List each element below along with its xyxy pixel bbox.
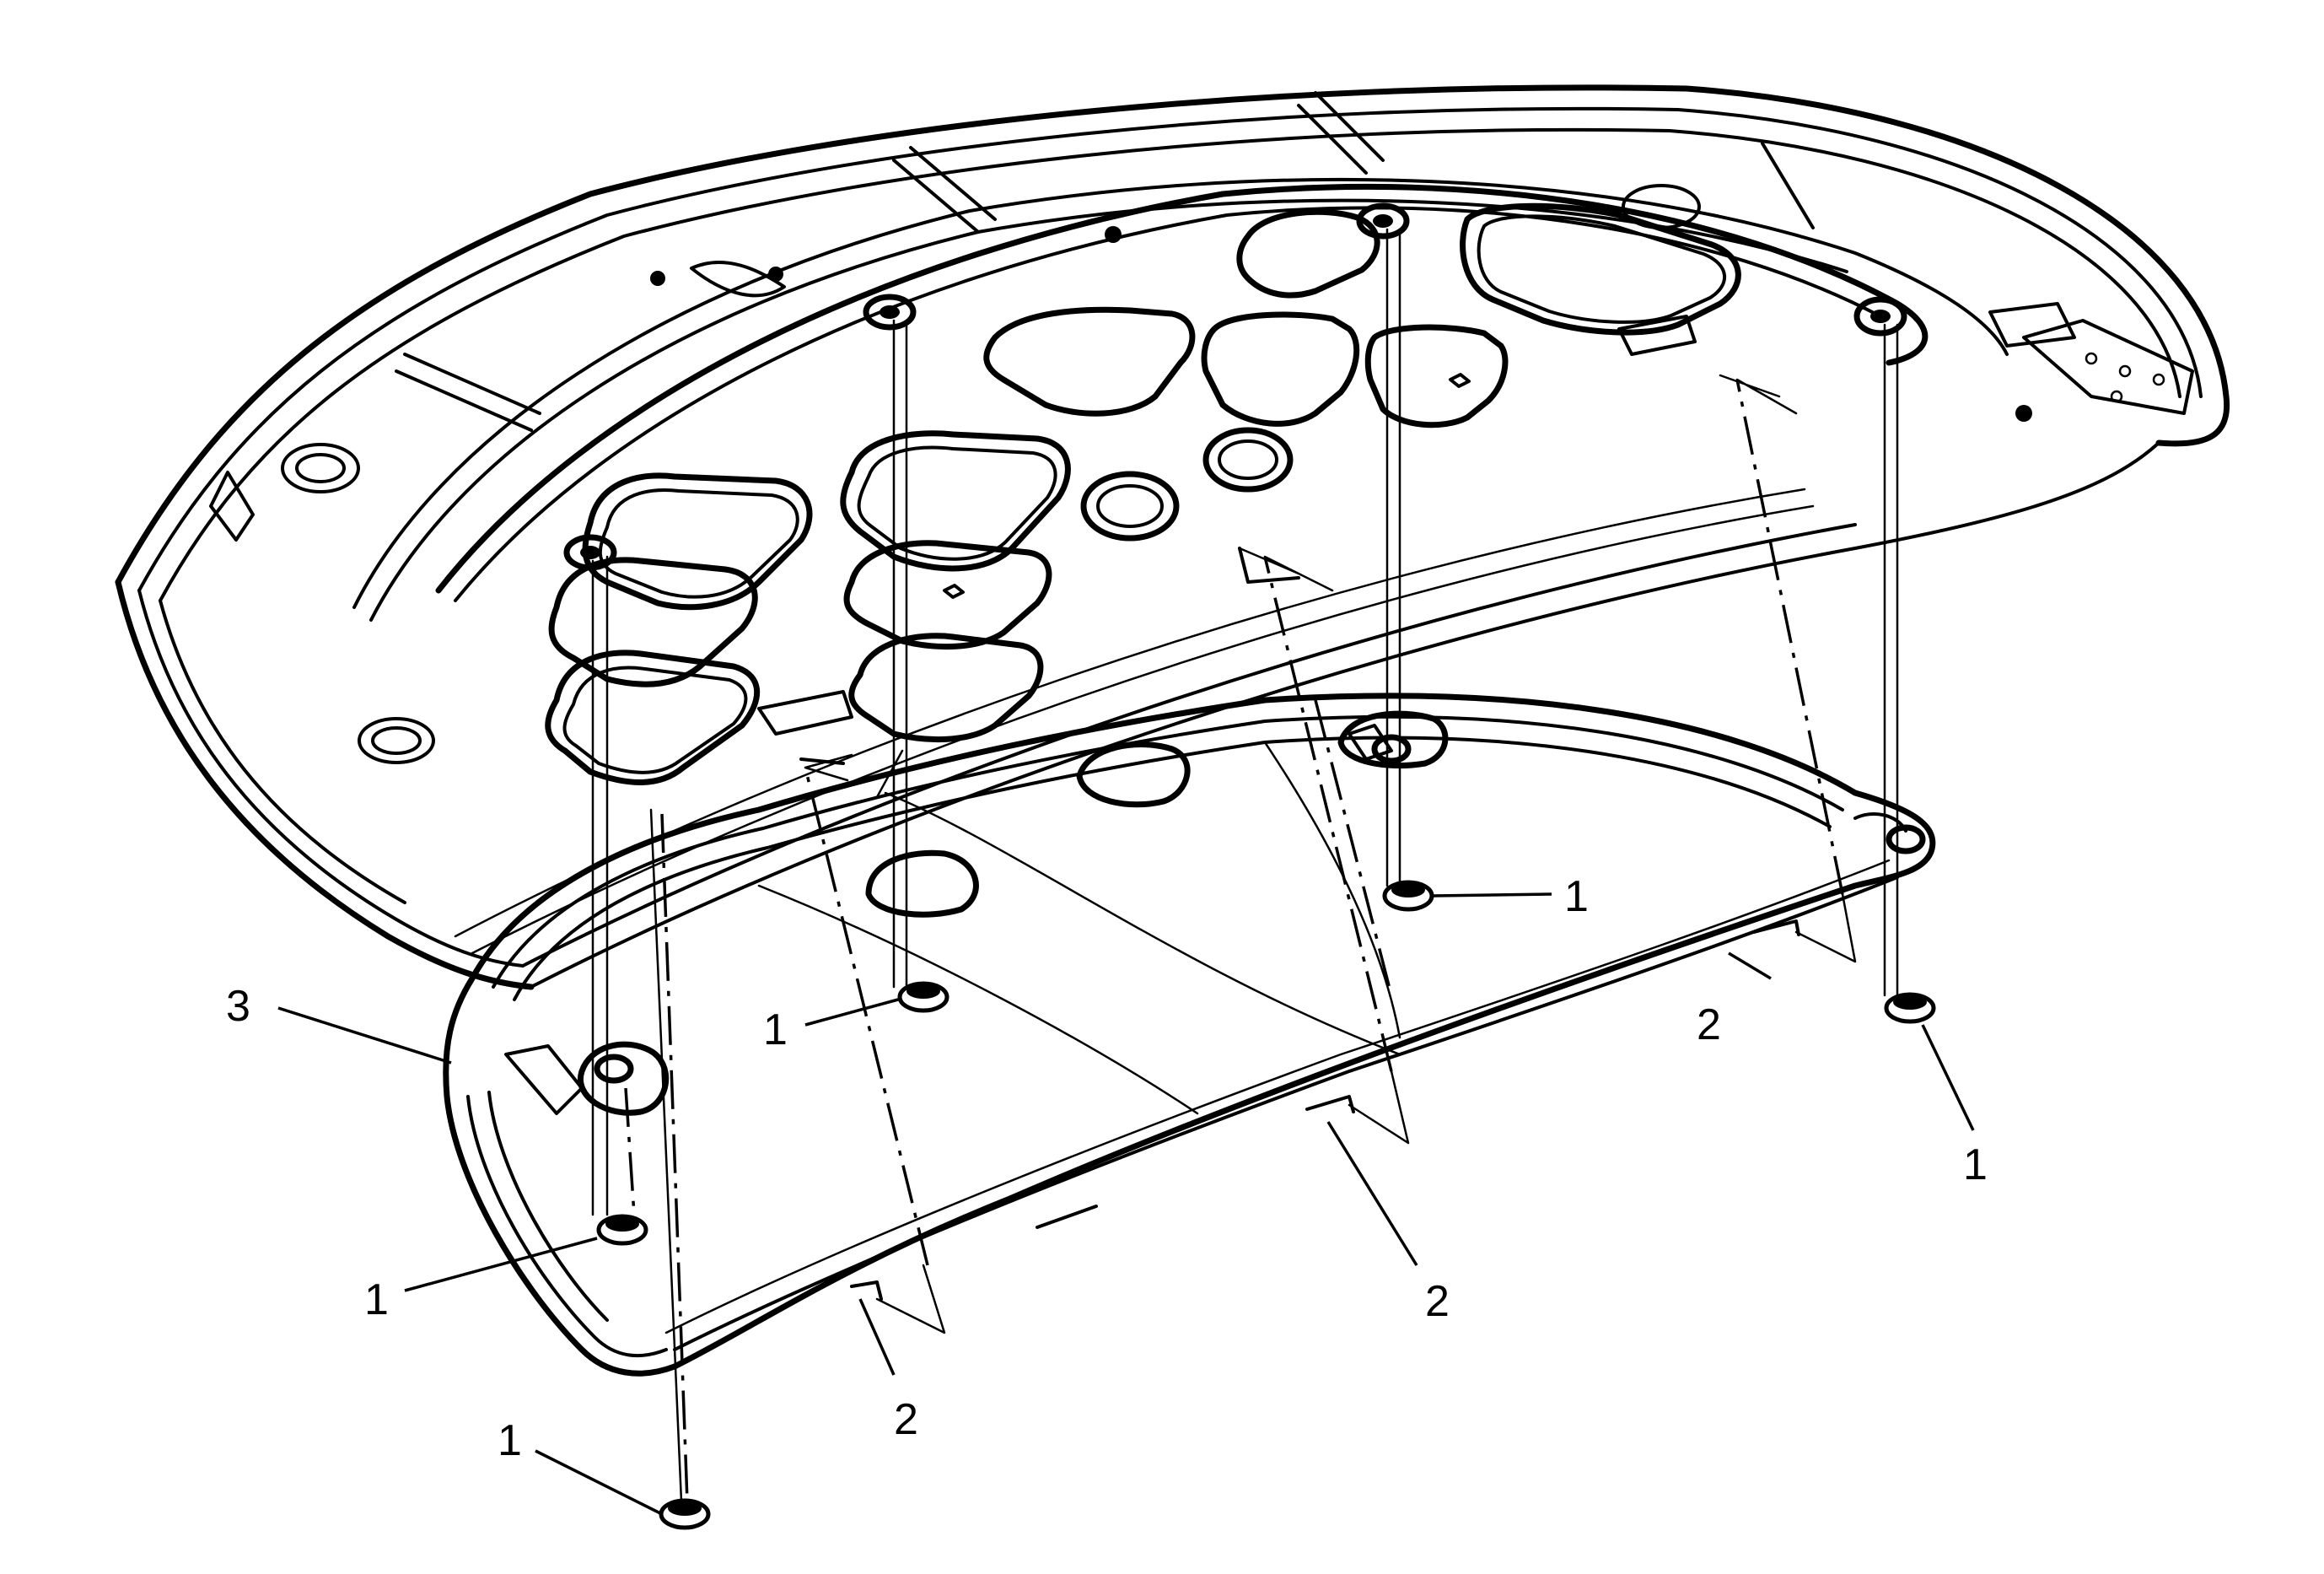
callout-labels: 1 1 1 1 1 2 2 2 3 bbox=[226, 872, 1988, 1465]
callout-1-bottom: 1 bbox=[498, 1416, 522, 1465]
retainer-1-left bbox=[596, 1214, 648, 1246]
push-pin-retainers bbox=[591, 228, 1936, 1530]
retainer-1-top-center bbox=[1382, 880, 1434, 912]
callout-1-middle: 1 bbox=[763, 1005, 788, 1054]
callout-1-top-center: 1 bbox=[1564, 872, 1589, 921]
leader-lines bbox=[277, 892, 1975, 1516]
callout-3-insulator: 3 bbox=[226, 982, 250, 1031]
callout-1-left: 1 bbox=[364, 1275, 389, 1324]
hood-insulator-pad bbox=[443, 693, 1936, 1377]
retainer-1-middle bbox=[897, 981, 950, 1013]
retainer-1-bottom bbox=[659, 1498, 711, 1530]
retainer-1-right bbox=[1884, 992, 1936, 1024]
callout-2-bottom: 2 bbox=[894, 1395, 918, 1444]
clip-alignment-lines bbox=[804, 374, 1857, 1334]
callout-2-right: 2 bbox=[1697, 1000, 1721, 1049]
callout-2-center: 2 bbox=[1425, 1277, 1450, 1326]
callout-1-right: 1 bbox=[1963, 1140, 1988, 1189]
